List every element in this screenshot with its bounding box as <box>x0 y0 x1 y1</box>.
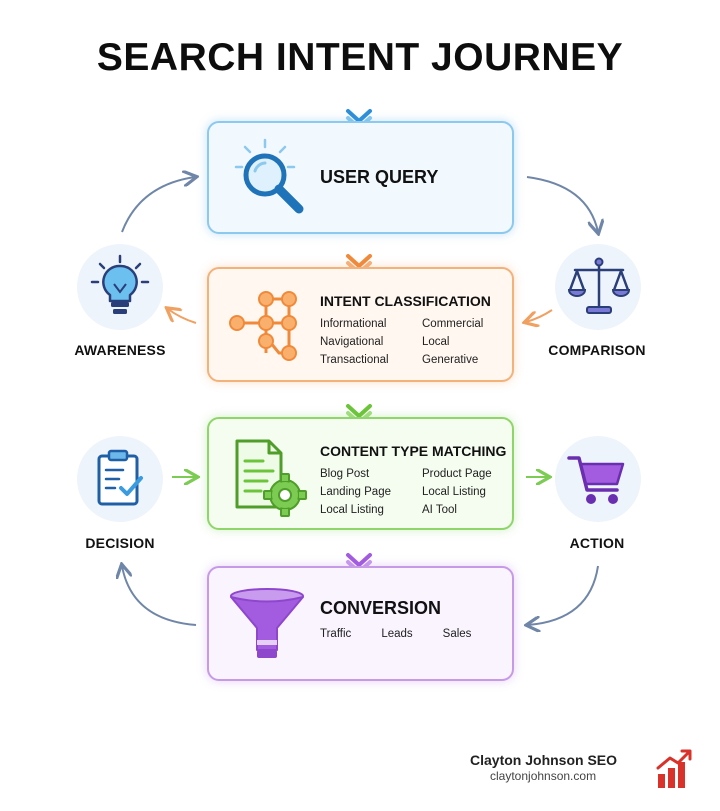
brand-url: claytonjohnson.com <box>490 769 597 783</box>
list-item: Transactional <box>320 354 389 366</box>
stage-label-comparison: COMPARISON <box>548 342 646 358</box>
user-query-card: USER QUERY <box>207 121 514 234</box>
content-type-list: Blog Post Product Page Landing Page Loca… <box>320 467 510 518</box>
list-item: Blog Post <box>320 468 370 480</box>
list-item: Landing Page <box>320 486 391 498</box>
card-heading: INTENT CLASSIFICATION <box>320 293 491 309</box>
list-item: Local Listing <box>320 504 384 516</box>
intent-type-list: Informational Commercial Navigational Lo… <box>320 317 510 368</box>
brand-name: Clayton Johnson SEO <box>470 752 618 768</box>
comparison-stage <box>555 244 641 330</box>
funnel-icon <box>230 588 304 658</box>
action-stage <box>555 436 641 522</box>
awareness-stage <box>77 244 163 330</box>
document-gear-icon <box>235 439 307 517</box>
stage-label-decision: DECISION <box>85 535 155 551</box>
page-title: SEARCH INTENT JOURNEY <box>96 36 624 79</box>
arrow-query-to-comparison <box>526 176 598 232</box>
decision-stage <box>77 436 163 522</box>
stage-label-action: ACTION <box>569 535 625 551</box>
list-item: AI Tool <box>422 504 457 516</box>
shopping-cart-icon <box>567 456 625 504</box>
list-item: Local Listing <box>422 486 486 498</box>
magnifier-icon <box>234 138 304 214</box>
bar-chart-logo-icon <box>656 749 692 788</box>
scales-icon <box>567 257 631 314</box>
list-item: Commercial <box>422 318 484 330</box>
clipboard-check-icon <box>97 449 143 506</box>
conversion-card: CONVERSION Traffic Leads Sales <box>207 566 514 681</box>
stage-label-awareness: AWARENESS <box>74 342 166 358</box>
list-item: Local <box>422 336 450 348</box>
card-heading: CONVERSION <box>320 598 442 618</box>
list-item: Informational <box>320 318 387 330</box>
arrow-awareness-to-query <box>121 177 195 233</box>
list-item: Navigational <box>320 336 384 348</box>
content-type-matching-card: CONTENT TYPE MATCHING Blog Post Product … <box>207 417 514 530</box>
arrow-conversion-to-decision <box>122 566 197 626</box>
lightbulb-icon <box>90 254 150 314</box>
list-item: Generative <box>422 354 479 366</box>
intent-classification-card: INTENT CLASSIFICATION Informational Comm… <box>207 267 514 382</box>
flow-nodes-icon <box>229 291 297 361</box>
arrow-action-to-conversion <box>528 565 599 625</box>
list-item: Sales <box>442 628 472 640</box>
card-heading: USER QUERY <box>320 167 439 187</box>
arrow-comparison-to-intent <box>526 309 553 322</box>
list-item: Product Page <box>422 468 492 480</box>
conversion-metrics: Traffic Leads Sales <box>320 628 471 640</box>
list-item: Leads <box>381 628 413 640</box>
list-item: Traffic <box>320 628 352 640</box>
arrow-intent-to-awareness <box>168 309 197 324</box>
card-heading: CONTENT TYPE MATCHING <box>320 443 507 459</box>
